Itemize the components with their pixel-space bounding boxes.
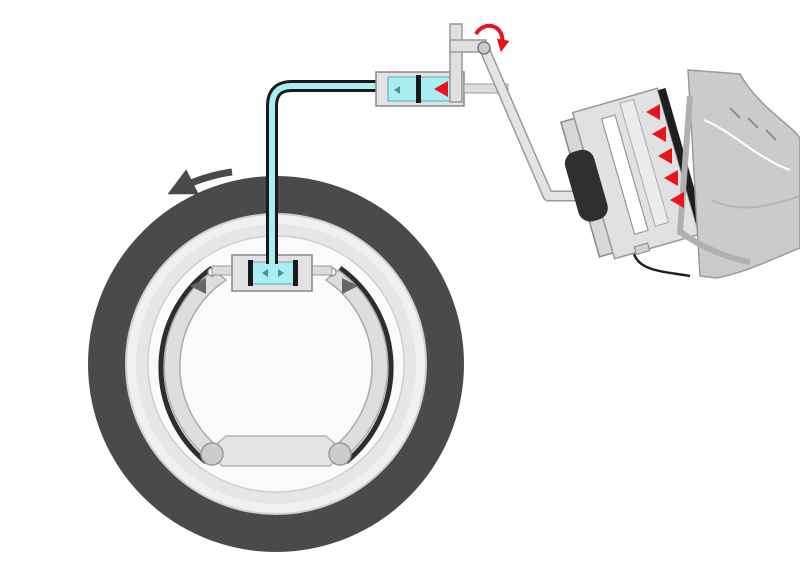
- sensor-cable: [632, 253, 691, 278]
- master-cylinder-icon: [375, 71, 509, 107]
- wheel-rotation-arrow-icon: [167, 168, 233, 195]
- brake-line-icon: [266, 80, 398, 264]
- wheel-cylinder-icon: [211, 254, 333, 292]
- curved-arrow-icon: [474, 23, 510, 53]
- anchor-pin-left: [200, 442, 224, 466]
- pedal-pivot: [477, 41, 491, 55]
- brake-shoe-icon: [158, 265, 394, 467]
- anchor-pin-right: [328, 442, 352, 466]
- shoe-foot-icon: [676, 69, 800, 279]
- shoe-arrow-right: [342, 278, 358, 294]
- force-arrows: [646, 104, 684, 208]
- shoe-arrow-left: [190, 278, 206, 294]
- force-arrow-icon: [434, 81, 448, 97]
